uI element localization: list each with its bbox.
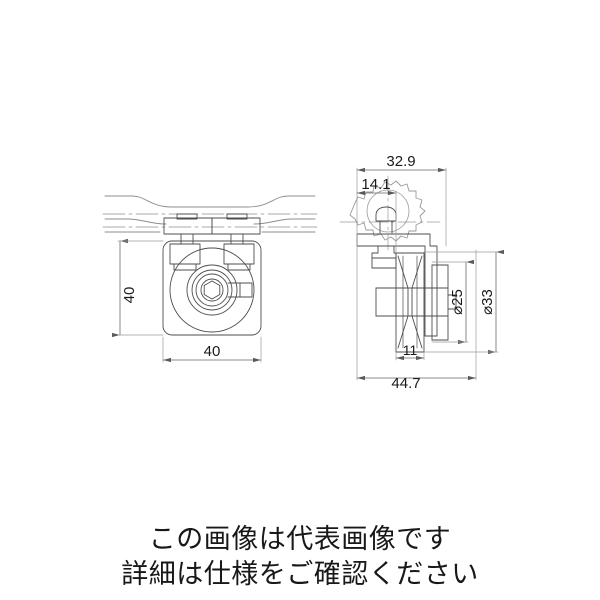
dim-label-front-width: 40 [204, 343, 221, 360]
dim-side-dia-33 [423, 249, 504, 355]
dim-side-14-1 [356, 190, 397, 254]
dim-front-width-40 [162, 336, 262, 363]
dim-side-44-7 [356, 235, 477, 381]
dim-label-side-dia-33: ⌀33 [479, 289, 496, 315]
dim-side-32-9 [356, 167, 447, 247]
dim-label-side-overall-bottom: 44.7 [391, 375, 420, 392]
note-line-2: 詳細は仕様をご確認ください [121, 559, 479, 590]
side-view-geometry [339, 175, 457, 353]
dim-label-side-groove: 11 [403, 342, 418, 358]
dim-label-front-height: 40 [121, 287, 138, 304]
dim-front-height-40 [112, 238, 164, 338]
dim-label-side-dia-25: ⌀25 [449, 289, 466, 315]
dim-label-side-offset: 14.1 [361, 176, 390, 193]
v-groove-pulley [375, 252, 457, 353]
dim-label-side-overall-top: 32.9 [386, 153, 415, 170]
representative-image-note: この画像は代表画像です 詳細は仕様をご確認ください [0, 522, 600, 592]
dim-side-11 [395, 351, 425, 361]
note-line-1: この画像は代表画像です [148, 524, 452, 555]
dim-side-dia-25 [431, 259, 474, 345]
front-view-geometry [102, 195, 318, 336]
